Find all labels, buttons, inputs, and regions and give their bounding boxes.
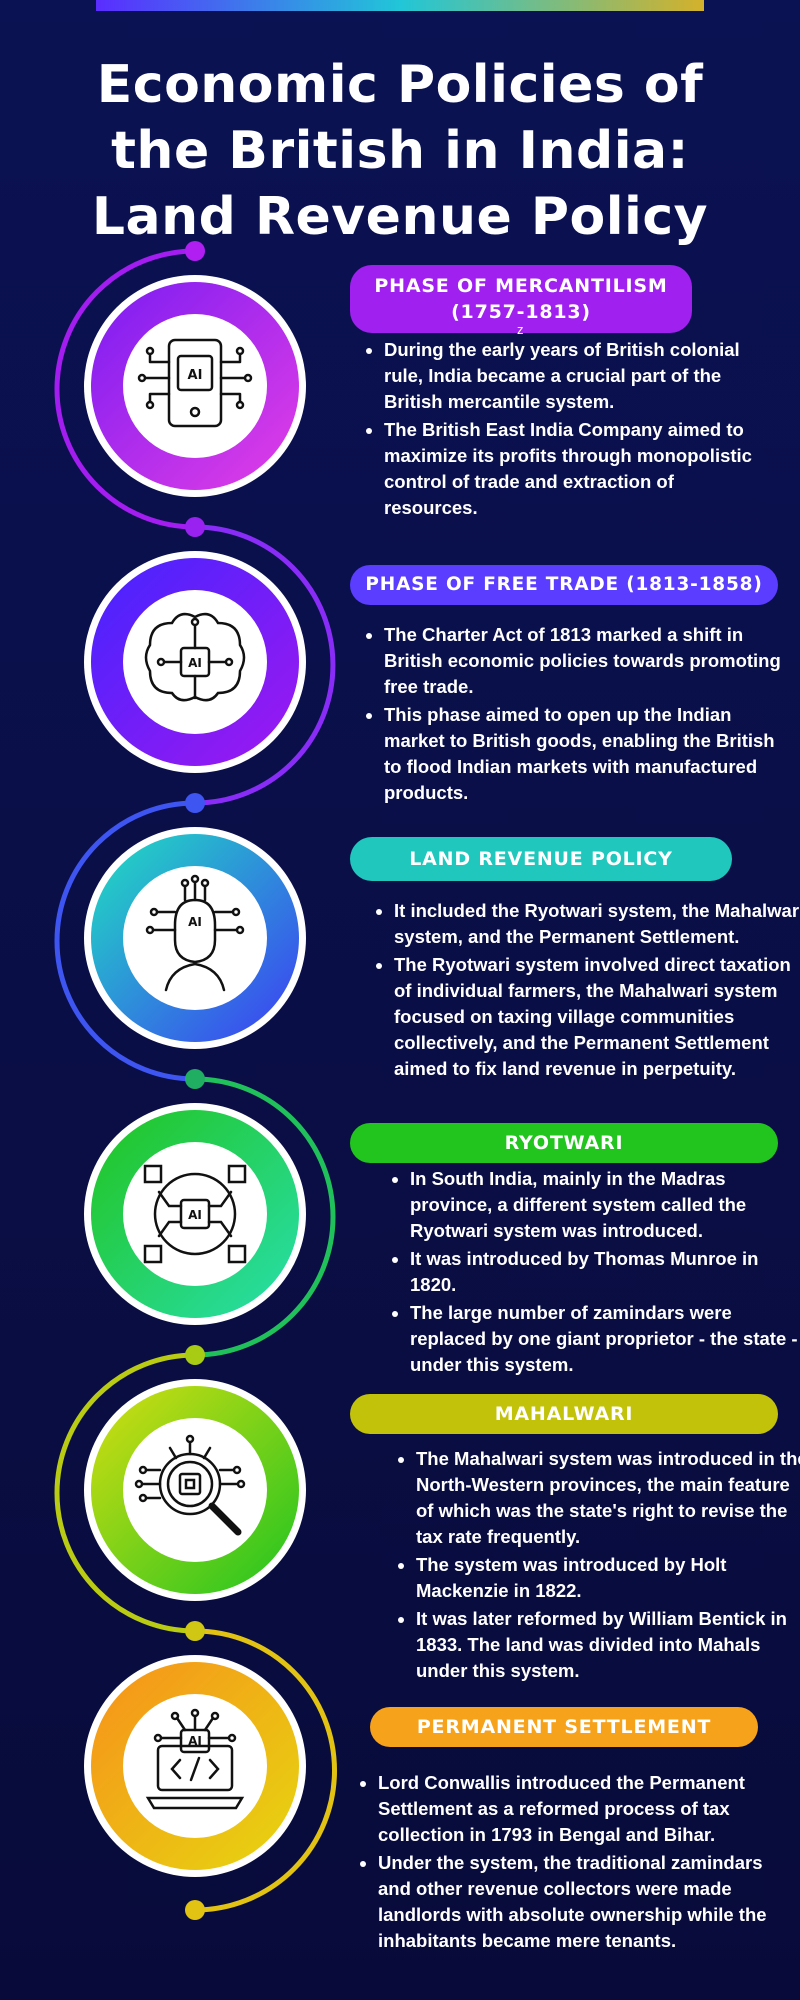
list-item: The Mahalwari system was introduced in t…	[416, 1446, 800, 1550]
timeline-dot	[185, 1345, 205, 1365]
title-line-2: the British in India:	[111, 121, 689, 181]
list-item: This phase aimed to open up the Indian m…	[384, 702, 784, 806]
icon-circle-3	[84, 827, 306, 1049]
heading-permanent-settlement: PERMANENT SETTLEMENT	[370, 1707, 758, 1747]
list-item: It was introduced by Thomas Munroe in 18…	[410, 1246, 800, 1298]
top-gradient-bar	[96, 0, 704, 11]
page-title: Economic Policies of the British in Indi…	[40, 52, 760, 250]
timeline-dot	[185, 517, 205, 537]
icon-circle-1	[84, 275, 306, 497]
heading-land-revenue: LAND REVENUE POLICY	[350, 837, 732, 881]
ai-chip-icon: AI	[137, 338, 253, 428]
ai-laptop-code-icon: AI	[145, 1708, 245, 1810]
heading-mercantilism: PHASE OF MERCANTILISM (1757-1813)	[350, 265, 692, 333]
heading-ryotwari: RYOTWARI	[350, 1123, 778, 1163]
heading-free-trade: PHASE OF FREE TRADE (1813-1858)	[350, 565, 778, 605]
list-item: Under the system, the traditional zamind…	[378, 1850, 788, 1954]
icon-circle-5	[84, 1379, 306, 1601]
timeline-dot	[185, 1900, 205, 1920]
list-item: It included the Ryotwari system, the Mah…	[394, 898, 800, 950]
list-item: It was later reformed by William Bentick…	[416, 1606, 800, 1684]
list-item: The system was introduced by Holt Macken…	[416, 1552, 800, 1604]
icon-circle-2	[84, 551, 306, 773]
timeline-dot	[185, 793, 205, 813]
timeline-dot	[185, 1069, 205, 1089]
title-line-1: Economic Policies of	[96, 55, 704, 115]
bullets-land-revenue: It included the Ryotwari system, the Mah…	[372, 898, 800, 1084]
list-item: Lord Conwallis introduced the Permanent …	[378, 1770, 788, 1848]
timeline-arc-6	[194, 1628, 337, 1913]
timeline-arc-4	[194, 1076, 336, 1358]
heading-mahalwari: MAHALWARI	[350, 1394, 778, 1434]
title-line-3: Land Revenue Policy	[91, 187, 709, 247]
bullets-mercantilism: During the early years of British coloni…	[362, 337, 764, 523]
timeline-dot	[185, 241, 205, 261]
ai-head-icon: AI	[145, 874, 245, 992]
list-item: In South India, mainly in the Madras pro…	[410, 1166, 800, 1244]
timeline-arc-3	[54, 800, 196, 1082]
bullets-mahalwari: The Mahalwari system was introduced in t…	[394, 1446, 800, 1686]
list-item: The Ryotwari system involved direct taxa…	[394, 952, 800, 1082]
icon-ai-label: AI	[188, 656, 202, 670]
list-item: The large number of zamindars were repla…	[410, 1300, 800, 1378]
icon-ai-label: AI	[188, 1734, 202, 1748]
ai-search-chip-icon	[134, 1434, 246, 1536]
icon-ai-label: AI	[188, 1208, 202, 1222]
bullets-ryotwari: In South India, mainly in the Madras pro…	[388, 1166, 800, 1380]
icon-circle-4	[84, 1103, 306, 1325]
list-item: The British East India Company aimed to …	[384, 417, 764, 521]
bullets-free-trade: The Charter Act of 1813 marked a shift i…	[362, 622, 784, 808]
stray-mark: z	[517, 322, 524, 337]
ai-globe-circuit-icon: AI	[143, 1164, 247, 1264]
timeline-arc-1	[54, 248, 196, 530]
list-item: The Charter Act of 1813 marked a shift i…	[384, 622, 784, 700]
timeline-arc-2	[194, 524, 336, 806]
timeline-arc-5	[54, 1352, 196, 1634]
timeline-dot	[185, 1621, 205, 1641]
ai-brain-circuit-icon: AI	[144, 612, 246, 702]
bullets-permanent-settlement: Lord Conwallis introduced the Permanent …	[356, 1770, 788, 1956]
list-item: During the early years of British coloni…	[384, 337, 764, 415]
icon-ai-label: AI	[188, 368, 203, 383]
icon-ai-label: AI	[188, 915, 202, 929]
